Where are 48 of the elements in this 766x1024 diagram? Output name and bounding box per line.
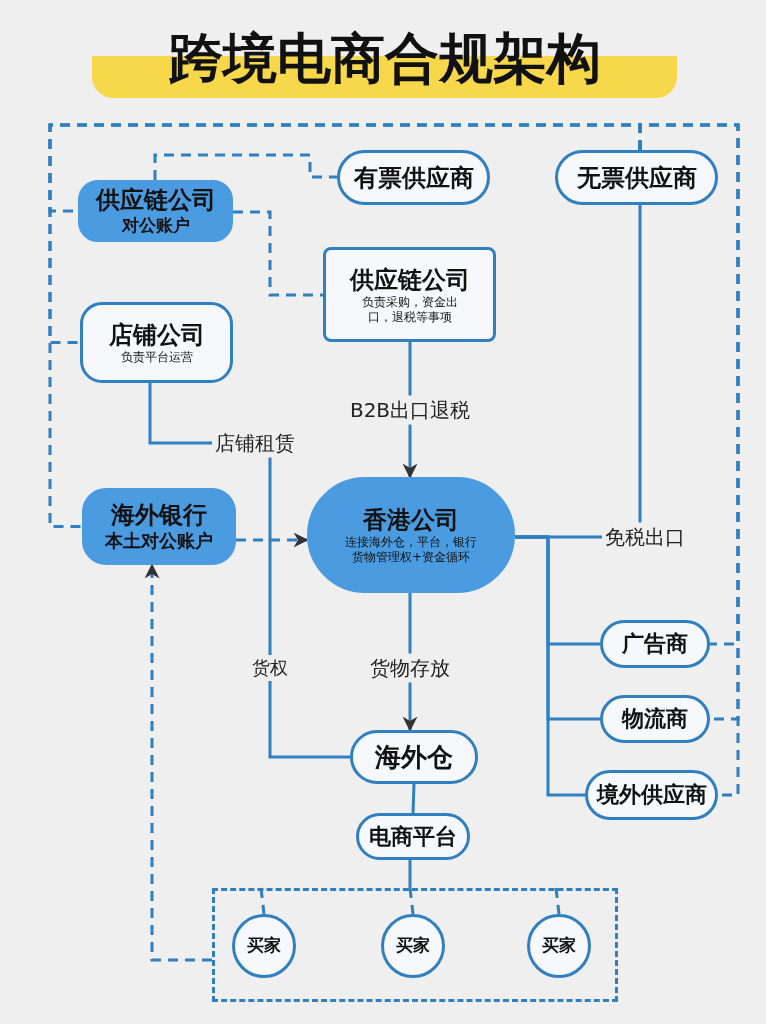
connector-line (408, 860, 412, 888)
node-title: 无票供应商 (576, 162, 697, 193)
connector-line (408, 887, 415, 915)
supplier-box (337, 150, 490, 205)
connector-line (411, 783, 416, 814)
arrow (144, 563, 212, 962)
platform-box (356, 813, 470, 860)
node-title: 海外银行 (111, 500, 207, 531)
edge-label: 货物存放 (367, 653, 453, 683)
buyer-circle (527, 914, 591, 978)
connector-line (233, 210, 323, 297)
node-description: 负责采购，资金出口，退税等事项 (360, 294, 459, 325)
text-label: 货权 (249, 655, 291, 681)
node-title: 物流商 (622, 705, 688, 733)
node-title: 香港公司 (363, 505, 459, 535)
company-box (78, 180, 233, 242)
node-title: 买家 (247, 935, 281, 957)
node-title: 买家 (542, 935, 576, 957)
buyer-circle (381, 914, 445, 978)
node-title: 电商平台 (369, 822, 457, 851)
node-title: 有票供应商 (353, 162, 474, 193)
vendor-box (585, 770, 718, 820)
node-description: 货物管理权+资金循环 (351, 550, 471, 565)
connector-line (554, 887, 561, 915)
node-title: 店铺公司 (108, 320, 205, 350)
buyer-group-box (212, 888, 618, 1002)
company-box (80, 302, 233, 383)
node-description: 负责平台运营 (120, 350, 193, 365)
company-box (323, 247, 496, 342)
connector-line (153, 153, 337, 180)
connector-line (515, 535, 585, 797)
node-description: 对公账户 (121, 215, 190, 237)
node-title: 境外供应商 (596, 781, 707, 809)
node-title: 广告商 (622, 630, 688, 658)
node-title: 供应链公司 (95, 185, 216, 216)
supplier-box (555, 150, 718, 205)
node-title: 供应链公司 (349, 264, 470, 295)
vendor-box (600, 620, 710, 668)
node-title: 海外仓 (375, 740, 453, 774)
connector-line (48, 123, 642, 528)
node-description: 本土对公账户 (105, 530, 213, 553)
warehouse-box (350, 730, 478, 784)
node-title: 买家 (396, 935, 430, 957)
bank-box (82, 488, 236, 565)
buyer-circle (232, 914, 296, 978)
vendor-box (600, 695, 710, 743)
arrow (236, 532, 309, 548)
node-description: 连接海外仓，平台，银行 (345, 535, 477, 550)
